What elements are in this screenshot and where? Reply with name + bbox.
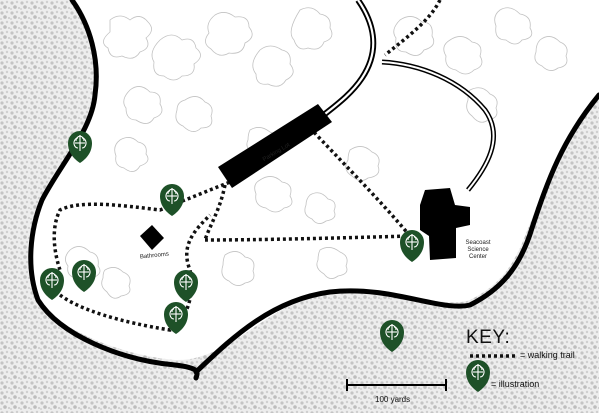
key-trail-label: = walking trail: [520, 350, 575, 360]
parking-lot: [218, 104, 332, 188]
vegetation-texture: [65, 7, 568, 299]
illustration-marker: [380, 320, 404, 352]
key-title: KEY:: [466, 327, 511, 348]
illustration-marker: [174, 270, 198, 302]
land-area: [0, 0, 599, 346]
key-illustration-label: = illustration: [491, 379, 540, 389]
illustration-marker: [68, 131, 92, 163]
key-illustration-sample: [466, 360, 490, 392]
illustration-marker: [466, 360, 490, 392]
coastline-east: [193, 92, 599, 375]
illustration-marker: [400, 230, 424, 262]
science-center-label-line: Science: [467, 247, 489, 253]
illustration-markers: [40, 131, 424, 352]
coastline: [28, 0, 200, 381]
science-center-label-line: Seacoast: [465, 240, 491, 246]
illustration-marker: [164, 302, 188, 334]
illustration-marker: [160, 184, 184, 216]
illustration-marker: [72, 260, 96, 292]
bathrooms-building: [140, 225, 164, 250]
science-center-label-line: Center: [468, 254, 487, 260]
scale-bar: [346, 379, 447, 391]
illustration-marker: [40, 268, 64, 300]
scale-label: 100 yards: [375, 395, 411, 404]
science-center-building: [420, 188, 470, 260]
science-center-label: Seacoast Science Center: [458, 240, 498, 261]
